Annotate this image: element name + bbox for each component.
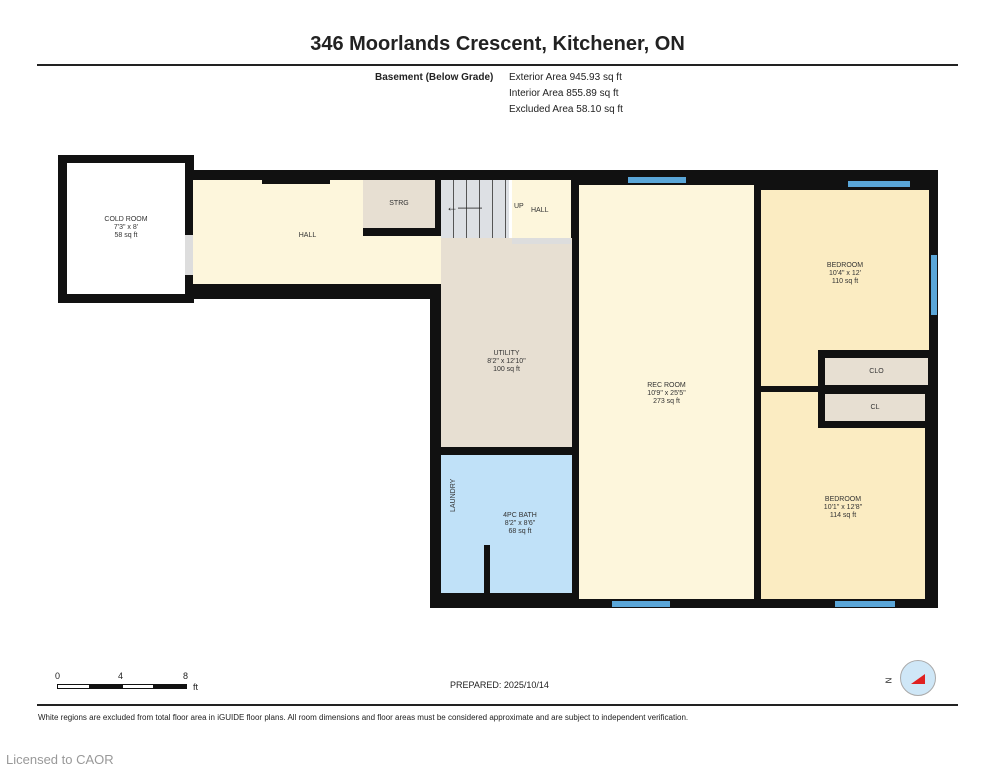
room-area: 58 sq ft — [114, 232, 138, 239]
disclaimer: White regions are excluded from total fl… — [38, 713, 689, 722]
room-dims: 8'2" x 12'10" — [487, 358, 526, 365]
room-dims: 7'3" x 8' — [113, 224, 139, 231]
interior-area: Interior Area 855.89 sq ft — [509, 88, 619, 99]
room-name: REC ROOM — [647, 382, 686, 389]
wall — [363, 228, 443, 236]
hall-label: HALL — [298, 232, 317, 239]
level-name: Basement (Below Grade) — [375, 72, 494, 83]
stairs — [441, 180, 509, 238]
wall — [435, 180, 441, 236]
room-dims: 8'2" x 8'6" — [504, 520, 536, 527]
footer-divider — [37, 704, 958, 706]
scale-bar — [57, 684, 90, 689]
excluded-area: Excluded Area 58.10 sq ft — [509, 104, 623, 115]
window — [848, 181, 910, 187]
room-bedroom-2-nook — [761, 392, 818, 432]
room-area: 100 sq ft — [493, 366, 520, 373]
clo-label: CLO — [869, 368, 884, 375]
scale-tick-4: 4 — [118, 671, 124, 681]
beam — [262, 178, 330, 184]
room-hall-small — [512, 180, 571, 240]
room-bedroom-1-nook — [761, 350, 818, 386]
window — [835, 601, 895, 607]
room-cl — [825, 394, 925, 421]
strg-label: STRG — [389, 200, 409, 207]
room-area: 68 sq ft — [508, 528, 532, 535]
door — [185, 235, 193, 275]
window — [931, 255, 937, 315]
bath-label: 4PC BATH 8'2" x 8'6" 68 sq ft — [480, 512, 560, 536]
scale-bar — [154, 684, 187, 689]
compass-icon — [900, 660, 936, 696]
scale-bar — [122, 684, 154, 689]
scale-unit: ft — [193, 682, 199, 692]
compass-north-label: N — [884, 677, 894, 684]
room-rec-room — [579, 185, 754, 599]
room-name: UTILITY — [493, 350, 520, 357]
license-watermark: Licensed to CAOR — [6, 752, 114, 767]
room-4pc-bath — [441, 455, 572, 593]
rec-room-label: REC ROOM 10'9" x 25'5" 273 sq ft — [579, 382, 754, 406]
cold-room-label: COLD ROOM 7'3" x 8' 58 sq ft — [67, 216, 185, 240]
compass-needle-icon — [911, 674, 925, 684]
stairs-arrow-icon: ←—— — [446, 200, 482, 214]
hall2-label: HALL — [531, 207, 549, 214]
room-bedroom-1 — [761, 190, 929, 350]
laundry-label: LAUNDRY — [450, 478, 457, 512]
scale-tick-0: 0 — [55, 671, 61, 681]
room-strg — [363, 180, 435, 228]
room-name: BEDROOM — [826, 262, 864, 269]
room-name: BEDROOM — [824, 496, 862, 503]
room-area: 110 sq ft — [831, 278, 859, 285]
utility-label: UTILITY 8'2" x 12'10" 100 sq ft — [441, 350, 572, 374]
room-clo — [825, 358, 928, 385]
door — [512, 238, 571, 244]
room-dims: 10'1" x 12'8" — [823, 504, 863, 511]
room-area: 114 sq ft — [829, 512, 857, 519]
scale-bar — [90, 684, 122, 689]
page-title: 346 Moorlands Crescent, Kitchener, ON — [310, 33, 685, 55]
cl-label: CL — [870, 404, 880, 411]
room-utility — [441, 238, 572, 447]
bedroom-1-label: BEDROOM 10'4" x 12' 110 sq ft — [761, 262, 929, 286]
north-wall — [186, 170, 938, 180]
room-cold-room — [67, 163, 185, 294]
room-area: 273 sq ft — [653, 398, 680, 405]
room-name: 4PC BATH — [503, 512, 537, 519]
room-bedroom-2 — [761, 428, 925, 599]
stairs-up-label: UP — [514, 203, 524, 210]
bedroom-2-label: BEDROOM 10'1" x 12'8" 114 sq ft — [761, 496, 925, 520]
prepared-date: PREPARED: 2025/10/14 — [450, 680, 549, 690]
hall-south-wall — [186, 284, 448, 299]
window — [612, 601, 670, 607]
room-dims: 10'4" x 12' — [828, 270, 861, 277]
exterior-area: Exterior Area 945.93 sq ft — [509, 72, 622, 83]
room-dims: 10'9" x 25'5" — [647, 390, 686, 397]
scale-tick-8: 8 — [183, 671, 189, 681]
window — [628, 177, 686, 183]
header-divider — [37, 64, 958, 66]
room-name: COLD ROOM — [104, 216, 148, 223]
wall — [484, 545, 490, 595]
